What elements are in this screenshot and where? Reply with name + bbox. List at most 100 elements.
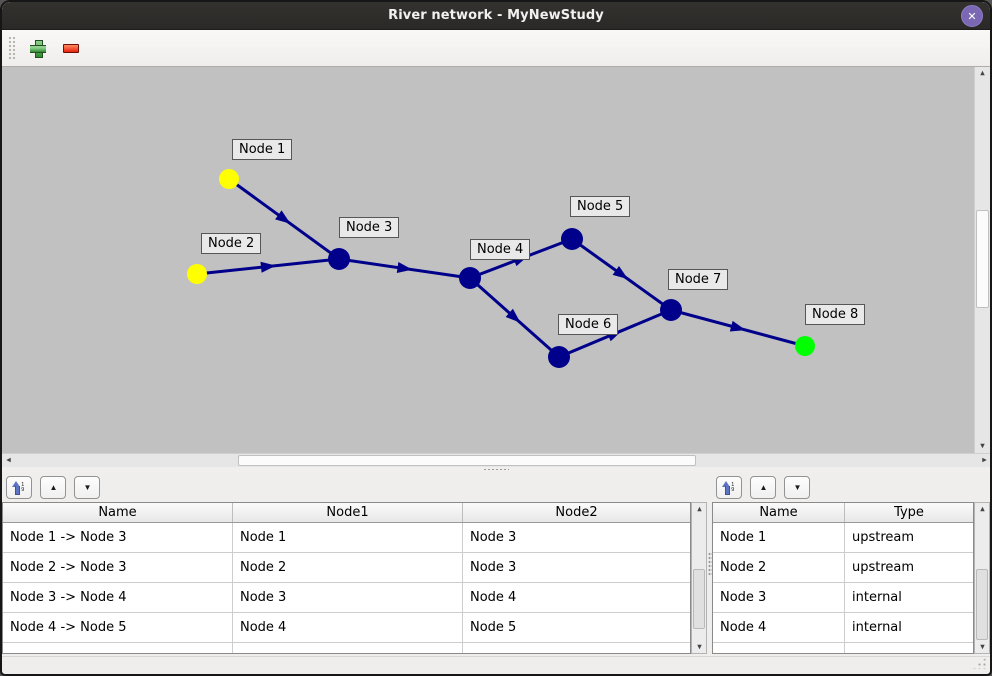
title-bar[interactable]: River network - MyNewStudy ✕ <box>2 2 990 30</box>
column-header-name[interactable]: Name <box>3 503 233 522</box>
node-node-2[interactable] <box>187 264 207 284</box>
edges-table-scrollbar[interactable]: ▲ ▼ <box>691 502 707 654</box>
table-row[interactable] <box>713 643 973 653</box>
scroll-up-button[interactable]: ▲ <box>975 67 990 80</box>
move-up-button[interactable]: ▲ <box>40 475 66 499</box>
edge-node-3-to-node-4[interactable] <box>338 257 471 280</box>
table-cell[interactable]: Node 4 <box>713 613 845 642</box>
node-node-7[interactable] <box>660 299 682 321</box>
table-cell[interactable] <box>463 643 690 653</box>
horizontal-scroll-thumb[interactable] <box>238 455 696 466</box>
table-row[interactable]: Node 1 upstream <box>713 523 973 553</box>
node-label-node-2[interactable]: Node 2 <box>201 233 262 254</box>
nodes-table-scrollbar[interactable]: ▲ ▼ <box>974 502 990 654</box>
move-down-button[interactable]: ▼ <box>74 475 100 499</box>
node-node-4[interactable] <box>459 267 481 289</box>
scroll-down-button[interactable]: ▼ <box>975 440 990 453</box>
table-cell[interactable]: Node 4 -> Node 5 <box>3 613 233 642</box>
vertical-scroll-thumb[interactable] <box>976 210 989 308</box>
table-cell[interactable] <box>845 643 973 653</box>
remove-button[interactable] <box>57 34 85 62</box>
river-network-canvas[interactable]: Node 1 Node 2 Node 3 Node 4 Node 5 Node 6 Node… <box>2 67 974 453</box>
node-node-5[interactable] <box>561 228 583 250</box>
table-cell[interactable] <box>233 643 463 653</box>
horizontal-splitter[interactable] <box>2 467 990 472</box>
node-label-node-5[interactable]: Node 5 <box>570 196 631 217</box>
table-cell[interactable] <box>713 643 845 653</box>
toolbar-drag-handle[interactable] <box>8 36 15 60</box>
table-row[interactable]: Node 4 internal <box>713 613 973 643</box>
scroll-left-button[interactable]: ◀ <box>2 454 14 467</box>
edge-node-4-to-node-6[interactable] <box>469 276 560 359</box>
node-label-node-4[interactable]: Node 4 <box>470 239 531 260</box>
table-cell[interactable]: Node 3 <box>470 530 517 545</box>
move-up-button[interactable]: ▲ <box>750 475 776 499</box>
node-label-node-8[interactable]: Node 8 <box>805 304 866 325</box>
close-button[interactable]: ✕ <box>961 5 983 27</box>
table-cell[interactable]: Node 2 -> Node 3 <box>3 553 233 582</box>
table-row[interactable]: Node 3 internal <box>713 583 973 613</box>
edge-node-7-to-node-8[interactable] <box>670 308 806 348</box>
scroll-thumb[interactable] <box>976 569 988 640</box>
column-header-name[interactable]: Name <box>713 503 845 522</box>
table-cell[interactable]: Node 5 <box>470 620 517 635</box>
resize-grip-icon[interactable] <box>972 657 987 669</box>
table-cell[interactable]: Node 4 <box>470 590 517 605</box>
node-label-node-6[interactable]: Node 6 <box>558 314 619 335</box>
canvas-horizontal-scrollbar[interactable]: ◀ ▶ <box>2 453 990 467</box>
plus-icon <box>30 40 46 58</box>
scroll-up-button[interactable]: ▲ <box>975 503 989 515</box>
table-cell[interactable]: upstream <box>852 530 915 545</box>
down-arrow-icon: ▼ <box>696 643 702 650</box>
table-cell[interactable]: upstream <box>852 560 915 575</box>
table-cell[interactable]: Node 3 <box>713 583 845 612</box>
table-cell[interactable]: internal <box>852 590 902 605</box>
edge-arrow-icon <box>505 308 521 323</box>
table-cell[interactable] <box>3 643 233 653</box>
scroll-right-button[interactable]: ▶ <box>978 454 990 467</box>
table-cell[interactable]: internal <box>852 620 902 635</box>
add-button[interactable] <box>24 34 52 62</box>
scroll-thumb[interactable] <box>693 569 705 629</box>
edge-node-2-to-node-3[interactable] <box>196 257 340 276</box>
column-header-type[interactable]: Type <box>894 505 924 520</box>
node-node-3[interactable] <box>328 248 350 270</box>
vertical-splitter[interactable] <box>707 472 712 656</box>
scroll-down-button[interactable]: ▼ <box>975 641 989 653</box>
table-cell[interactable]: Node 2 <box>713 553 845 582</box>
table-row[interactable] <box>3 643 690 653</box>
table-cell[interactable]: Node 2 <box>233 553 463 582</box>
table-cell[interactable]: Node 1 <box>233 523 463 552</box>
move-down-button[interactable]: ▼ <box>784 475 810 499</box>
node-label-node-1[interactable]: Node 1 <box>232 139 293 160</box>
scroll-down-button[interactable]: ▼ <box>692 641 706 653</box>
node-node-8[interactable] <box>795 336 815 356</box>
table-cell[interactable]: Node 3 <box>233 583 463 612</box>
minus-icon <box>63 43 79 53</box>
table-cell[interactable]: Node 1 <box>713 523 845 552</box>
canvas-vertical-scrollbar[interactable]: ▲ ▼ <box>974 67 990 453</box>
column-header-node1[interactable]: Node1 <box>233 503 463 522</box>
table-cell[interactable]: Node 1 -> Node 3 <box>3 523 233 552</box>
table-cell[interactable]: Node 4 <box>233 613 463 642</box>
node-label-node-7[interactable]: Node 7 <box>668 269 729 290</box>
edge-node-1-to-node-3[interactable] <box>228 177 340 261</box>
table-cell[interactable]: Node 3 <box>470 560 517 575</box>
node-node-6[interactable] <box>548 346 570 368</box>
scroll-up-button[interactable]: ▲ <box>692 503 706 515</box>
table-row[interactable]: Node 2 upstream <box>713 553 973 583</box>
node-label-node-3[interactable]: Node 3 <box>339 217 400 238</box>
column-header-node2[interactable]: Node2 <box>555 505 598 520</box>
node-node-1[interactable] <box>219 169 239 189</box>
table-cell[interactable]: Node 3 -> Node 4 <box>3 583 233 612</box>
edge-node-5-to-node-7[interactable] <box>571 237 672 312</box>
